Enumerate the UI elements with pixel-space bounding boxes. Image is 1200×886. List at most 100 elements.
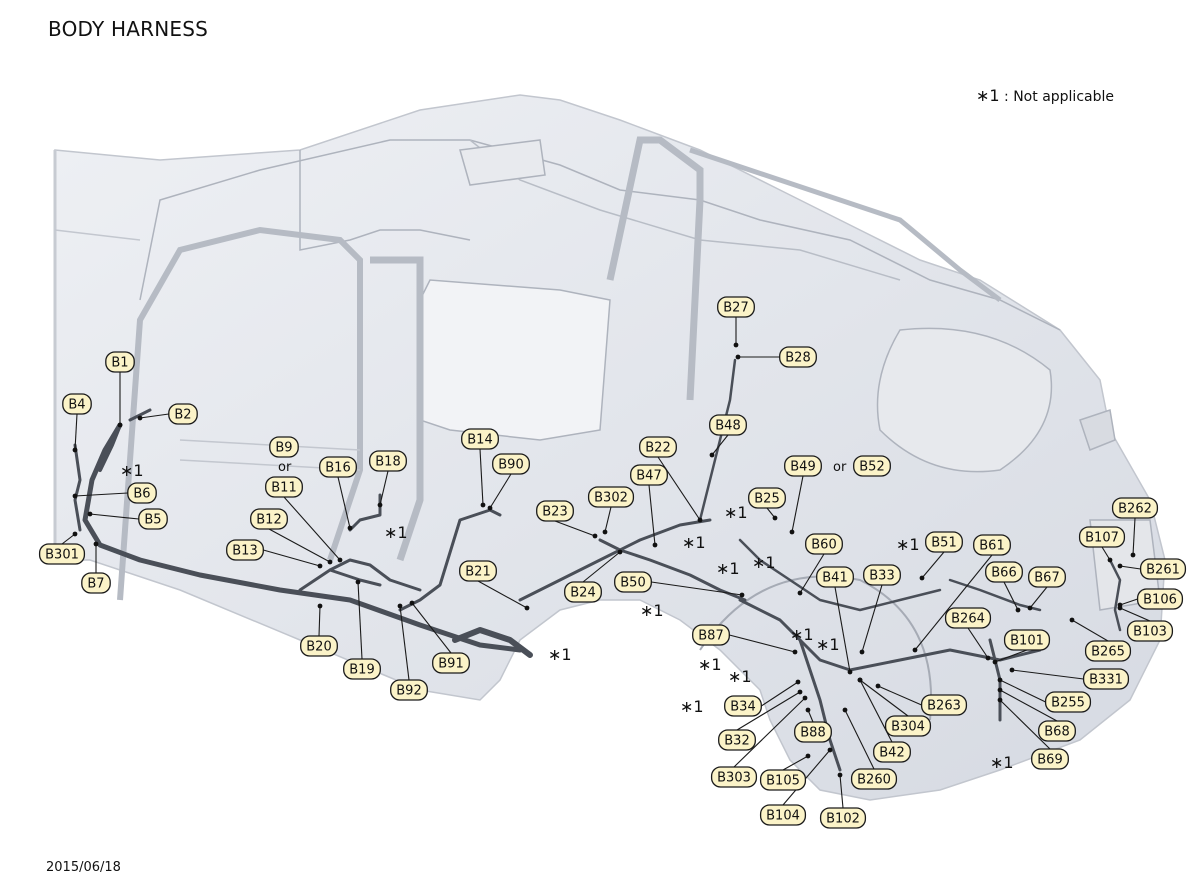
not-applicable-mark: ∗1 — [752, 553, 776, 572]
leader-line — [834, 586, 851, 673]
leader-line — [477, 580, 528, 609]
connector-label: B1 — [111, 356, 128, 371]
connector-label-box — [853, 455, 891, 477]
connector-label: B102 — [826, 812, 860, 827]
connector-label: B27 — [723, 301, 748, 316]
connector-point — [875, 683, 881, 689]
connector-point — [1130, 552, 1136, 558]
connector-label-box — [265, 476, 303, 498]
connector-label: B28 — [785, 351, 810, 366]
connector-point — [93, 541, 99, 547]
connector-callout-b104: B104 — [759, 747, 833, 826]
connector-point — [919, 575, 925, 581]
leader-line — [791, 475, 804, 533]
leader-line — [760, 681, 799, 707]
connector-callout-b52: B52 — [853, 455, 891, 477]
connector-label-box — [1078, 526, 1126, 548]
connector-point — [1015, 607, 1021, 613]
leader-line — [967, 627, 989, 659]
legend-note: ∗1 : Not applicable — [976, 86, 1114, 105]
connector-callout-b1: B1 — [105, 351, 135, 428]
connector-label-box — [759, 769, 807, 791]
connector-callout-b2: B2 — [137, 403, 198, 425]
connector-callout-b18: B18 — [369, 450, 407, 508]
not-applicable-mark: ∗1 — [990, 753, 1014, 772]
leader-line — [1119, 565, 1141, 570]
leader-line — [411, 602, 452, 654]
connector-label: B88 — [800, 726, 825, 741]
connector-label-box — [759, 804, 807, 826]
not-applicable-mark: ∗1 — [816, 635, 840, 654]
connector-label: B107 — [1085, 531, 1119, 546]
connector-label: B262 — [1118, 502, 1152, 517]
connector-callout-b14: B14 — [461, 428, 499, 508]
connector-point — [985, 655, 991, 661]
connector-callout-b6: B6 — [72, 482, 157, 504]
connector-label: B91 — [438, 657, 463, 672]
leader-line — [61, 533, 76, 545]
leader-line — [479, 448, 484, 506]
connector-label-box — [127, 482, 157, 504]
leader-line — [1071, 619, 1109, 642]
connector-point — [87, 511, 93, 517]
or-text: or — [833, 460, 847, 475]
connector-label: B24 — [570, 586, 595, 601]
leader-line — [782, 755, 809, 771]
connector-callout-b21: B21 — [459, 560, 530, 611]
connector-label: B68 — [1044, 725, 1069, 740]
connector-callout-b88: B88 — [794, 707, 832, 743]
connector-point — [317, 603, 323, 609]
connector-label: B103 — [1133, 625, 1167, 640]
connector-label: B2 — [174, 408, 191, 423]
connector-point — [992, 659, 998, 665]
connector-label-box — [1126, 620, 1174, 642]
connector-label-box — [390, 679, 428, 701]
connector-label-box — [300, 635, 338, 657]
leader-line — [994, 649, 1028, 663]
connector-callout-b255: B255 — [997, 677, 1092, 713]
leader-line — [1132, 517, 1136, 556]
leader-line — [74, 413, 78, 451]
connector-label-box — [587, 486, 635, 508]
leader-line — [399, 605, 410, 681]
connector-label-box — [1136, 588, 1184, 610]
leader-line — [337, 476, 351, 529]
vehicle-body-illustration — [53, 94, 1166, 801]
leader-line — [711, 434, 729, 456]
connector-callout-b51: B51 — [919, 531, 963, 581]
connector-callout-b101: B101 — [992, 629, 1051, 665]
connector-label: B303 — [717, 771, 751, 786]
connector-point — [847, 669, 853, 675]
leader-line — [782, 749, 831, 806]
connector-label: B47 — [636, 469, 661, 484]
leader-line — [89, 513, 139, 520]
connector-label-box — [461, 428, 499, 450]
not-applicable-mark: ∗1 — [728, 667, 752, 686]
connector-label: B105 — [766, 774, 800, 789]
connector-label: B66 — [991, 566, 1016, 581]
connector-label: B21 — [465, 565, 490, 580]
connector-point — [377, 502, 383, 508]
leader-line — [999, 679, 1046, 703]
connector-point — [72, 531, 78, 537]
connector-label-box — [168, 403, 198, 425]
leader-line — [604, 506, 612, 533]
connector-point — [347, 525, 353, 531]
not-applicable-mark: ∗1 — [698, 655, 722, 674]
not-applicable-mark: ∗1 — [548, 645, 572, 664]
leader-line — [861, 584, 883, 653]
leader-line — [1003, 581, 1019, 611]
connector-callout-b263: B263 — [875, 683, 968, 716]
connector-label: B41 — [822, 571, 847, 586]
connector-label-box — [850, 768, 898, 790]
leader-line — [74, 492, 128, 497]
connector-point — [1117, 602, 1123, 608]
connector-label-box — [794, 721, 832, 743]
leader-line — [554, 520, 596, 537]
connector-callout-b33: B33 — [859, 564, 901, 655]
connector-callout-b107: B107 — [1078, 526, 1126, 563]
connector-label: B25 — [754, 492, 779, 507]
connector-label-box — [536, 500, 574, 522]
leader-line — [1101, 546, 1111, 561]
